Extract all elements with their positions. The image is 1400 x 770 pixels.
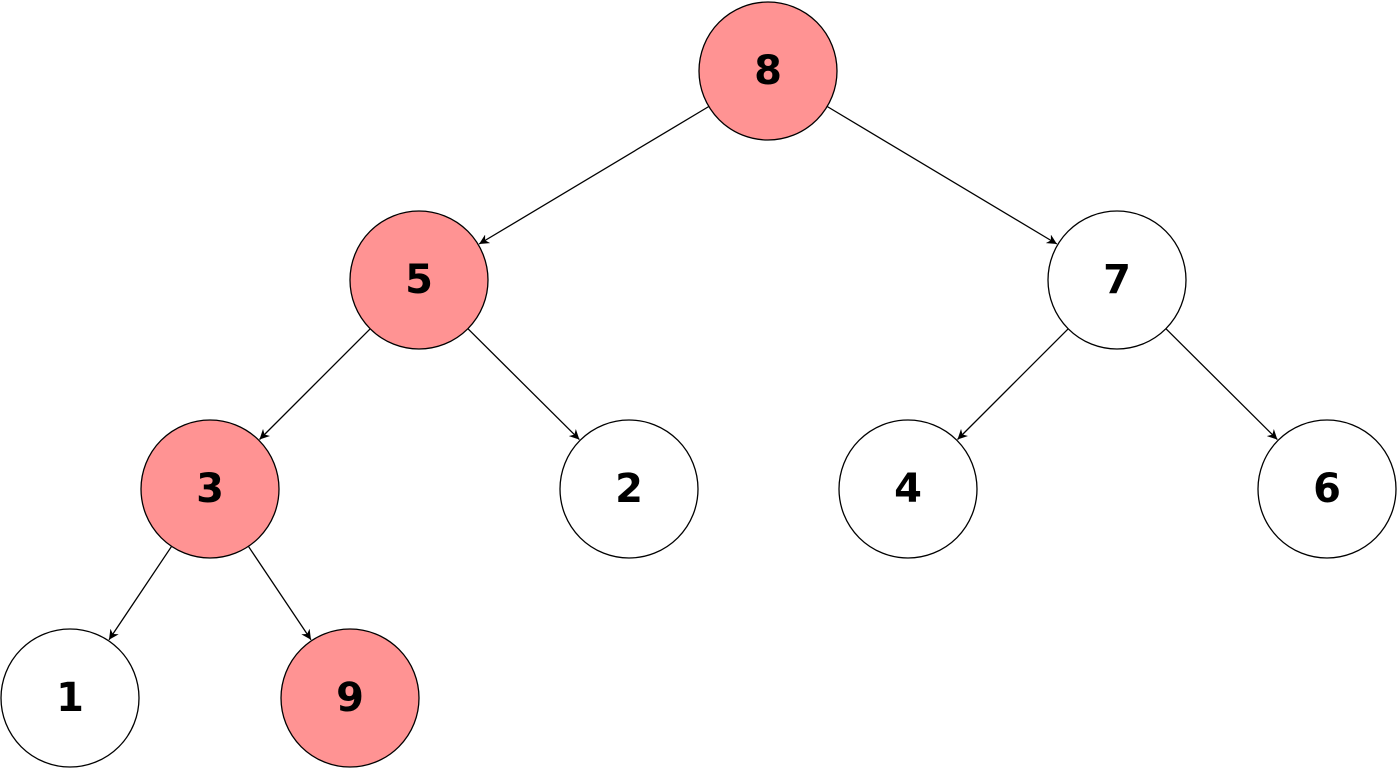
- edge-3-to-1: [108, 545, 173, 641]
- edge-5-to-3: [259, 328, 371, 440]
- edge-5-to-2: [467, 328, 580, 441]
- edge-8-to-5: [478, 105, 710, 245]
- node-circle: [838, 419, 978, 559]
- node-label: 3: [196, 466, 224, 512]
- node-label: 9: [336, 675, 364, 721]
- node-circle: [0, 628, 140, 768]
- edge-8-to-7: [826, 105, 1058, 245]
- node-circle: [1257, 419, 1397, 559]
- node-label: 4: [894, 466, 922, 512]
- node-label: 6: [1313, 466, 1341, 512]
- edge-7-to-6: [1165, 328, 1278, 441]
- node-circle: [140, 419, 280, 559]
- node-label: 1: [56, 675, 84, 721]
- tree-node: 5: [349, 210, 489, 350]
- tree-node: 4: [838, 419, 978, 559]
- edges-layer: [108, 105, 1278, 641]
- node-label: 7: [1103, 257, 1131, 303]
- node-label: 5: [405, 257, 433, 303]
- edge-7-to-4: [957, 328, 1069, 440]
- tree-node: 3: [140, 419, 280, 559]
- node-circle: [1047, 210, 1187, 350]
- tree-node: 1: [0, 628, 140, 768]
- node-label: 2: [615, 466, 643, 512]
- edge-3-to-9: [247, 545, 312, 641]
- node-circle: [559, 419, 699, 559]
- tree-node: 6: [1257, 419, 1397, 559]
- tree-node: 7: [1047, 210, 1187, 350]
- node-circle: [280, 628, 420, 768]
- tree-node: 2: [559, 419, 699, 559]
- tree-node: 9: [280, 628, 420, 768]
- node-circle: [349, 210, 489, 350]
- node-label: 8: [754, 48, 782, 94]
- node-circle: [698, 1, 838, 141]
- tree-node: 8: [698, 1, 838, 141]
